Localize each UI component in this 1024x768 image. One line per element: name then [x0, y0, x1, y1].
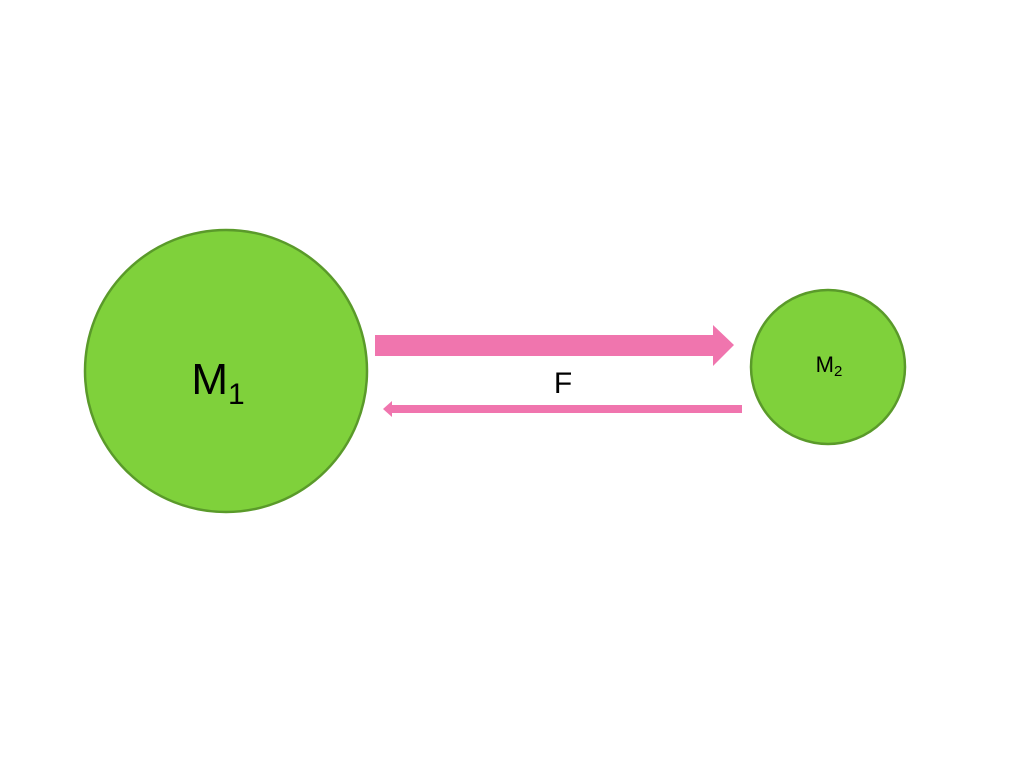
mass-2-label: M2	[816, 352, 843, 380]
arrow-right-icon	[375, 325, 734, 366]
force-arrow-left	[383, 401, 742, 417]
mass-1: M1	[83, 228, 369, 514]
mass-2: M2	[749, 288, 907, 446]
mass-2-circle	[749, 288, 907, 446]
force-arrow-right	[375, 325, 734, 366]
mass-1-circle	[83, 228, 369, 514]
mass-1-label: M1	[191, 355, 244, 411]
arrow-left-icon	[383, 401, 742, 417]
force-label: F	[554, 367, 572, 400]
